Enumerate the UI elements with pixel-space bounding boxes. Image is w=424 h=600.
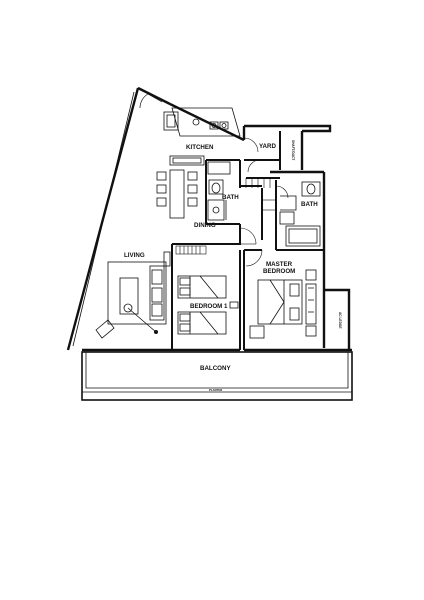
- label-bath-master: BATH: [301, 201, 318, 208]
- dining-table: [156, 169, 198, 219]
- door-swings: [239, 137, 289, 267]
- label-yard: YARD: [259, 143, 276, 150]
- room-labels: KITCHEN YARD DINING BATH BATH LIVING BED…: [124, 140, 342, 392]
- label-living: LIVING: [124, 252, 145, 259]
- outer-walls: [66, 87, 352, 352]
- kitchen-island: [169, 155, 205, 166]
- label-planter: PLANTER: [209, 388, 222, 392]
- living-furniture: [95, 251, 171, 339]
- entry-walls: [137, 86, 171, 106]
- label-kitchen: KITCHEN: [186, 144, 214, 151]
- corridor-fixtures: [245, 178, 276, 211]
- balcony: [81, 351, 353, 401]
- internal-walls: [171, 131, 324, 350]
- bedroom1-beds: [177, 275, 239, 335]
- kitchen-counter: [163, 107, 241, 137]
- label-shaft: SHAFT/DUCT: [291, 140, 295, 160]
- label-master-bedroom-2: BEDROOM: [263, 268, 295, 275]
- wardrobe-bedroom1: [175, 245, 207, 255]
- master-bed: [249, 269, 317, 339]
- label-balcony: BALCONY: [200, 365, 231, 372]
- label-dining: DINING: [194, 222, 216, 229]
- entry-door: [139, 93, 163, 109]
- label-master-bedroom-1: MASTER: [266, 261, 293, 268]
- label-bath-common: BATH: [222, 194, 239, 201]
- label-ac-ledge: AC LEDGE: [338, 312, 342, 328]
- label-bedroom1: BEDROOM 1: [190, 303, 228, 310]
- master-bath-fixtures: [279, 181, 321, 247]
- common-bath-fixtures: [207, 161, 231, 221]
